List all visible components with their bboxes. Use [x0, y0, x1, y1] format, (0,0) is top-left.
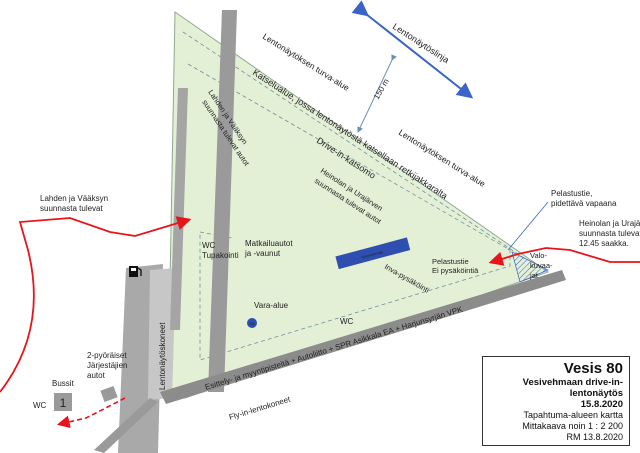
label-lights-2: kuvaa-: [530, 261, 553, 270]
road-secondary: [170, 88, 188, 330]
lights-zone: [511, 251, 549, 283]
label-wc-buses: WC: [33, 401, 47, 410]
svg-text:Vesivehmaa: Vesivehmaa: [361, 249, 384, 260]
legend-line-2: Mittakaava noin 1 : 2 200: [522, 421, 623, 431]
arrow-from-heinola: [488, 247, 640, 266]
label-lights-1: Valo-: [530, 251, 547, 260]
arrow-from-lahti: [0, 216, 192, 393]
fuel-pump-icon: [129, 266, 142, 277]
bike-parking-box: [100, 385, 118, 403]
flyin-road: [160, 270, 566, 404]
label-rescue-inside-2: Ei pysäköintiä: [432, 266, 479, 275]
label-lahti-left-1: Lahden ja Vääksyn: [40, 194, 108, 203]
label-rescue-inside-1: Pelastustie: [432, 257, 469, 266]
label-distance: 150 m: [372, 77, 391, 101]
label-heinola-r-2: suunnasta tulevat: [579, 229, 640, 238]
label-display-planes: Lentonäytöskoneet: [158, 322, 167, 390]
label-camper-1: Matkailuautot: [245, 239, 293, 248]
label-camper-2: ja -vaunut: [244, 249, 281, 258]
label-bikes-1: 2-pyöräiset: [87, 351, 127, 360]
distance-dimension: [357, 54, 397, 133]
side-strip: [148, 268, 176, 400]
label-tupakointi: Tupakointi: [202, 251, 239, 260]
legend-title: Vesis 80: [563, 360, 623, 377]
legend-subtitle-1: Vesivehmaan drive-in-lentonäytös: [522, 377, 623, 399]
legend-subtitle-2: 15.8.2020: [580, 399, 623, 410]
legend-line-1: Tapahtuma-alueen kartta: [523, 410, 623, 420]
label-wc-bottom: WC: [340, 317, 354, 326]
label-rescue-2: pidettävä vapaana: [551, 199, 617, 208]
label-wc-left: WC: [202, 241, 216, 250]
legend-line-3: RM 13.8.2020: [566, 432, 623, 442]
label-heinola-r-3: 12.45 saakka.: [579, 239, 629, 248]
drivein-zone-boundary: [187, 63, 511, 361]
label-heinola-r-1: Heinolan ja Urajärven: [579, 219, 640, 228]
spectator-zone-boundary: [182, 31, 528, 261]
label-reserve: Vara-alue: [254, 301, 289, 310]
bus-number: 1: [60, 396, 67, 410]
map-legend: Vesis 80 Vesivehmaan drive-in-lentonäytö…: [482, 356, 630, 446]
road-main: [208, 10, 237, 392]
label-flyin: Fly-in-lentokoneet: [228, 394, 292, 421]
stage: Vesivehmaa: [335, 237, 411, 270]
label-buses: Bussit: [52, 379, 75, 388]
label-bikes-2: Järjestäjien: [87, 361, 127, 370]
flight-line-arrow: [351, 0, 474, 99]
rescue-pointer: [507, 201, 549, 251]
first-aid-marker: [247, 318, 257, 328]
bus-wc-box: [54, 393, 72, 411]
arrow-to-buses: [56, 397, 126, 429]
first-aid-label: SA: [249, 321, 255, 326]
label-rescue-1: Pelastustie,: [551, 189, 592, 198]
bus-road: [94, 398, 158, 453]
label-bikes-3: autot: [87, 371, 106, 380]
label-lahti-left-2: suunnasta tulevat: [40, 204, 103, 213]
label-lights-3: jat: [529, 271, 539, 280]
